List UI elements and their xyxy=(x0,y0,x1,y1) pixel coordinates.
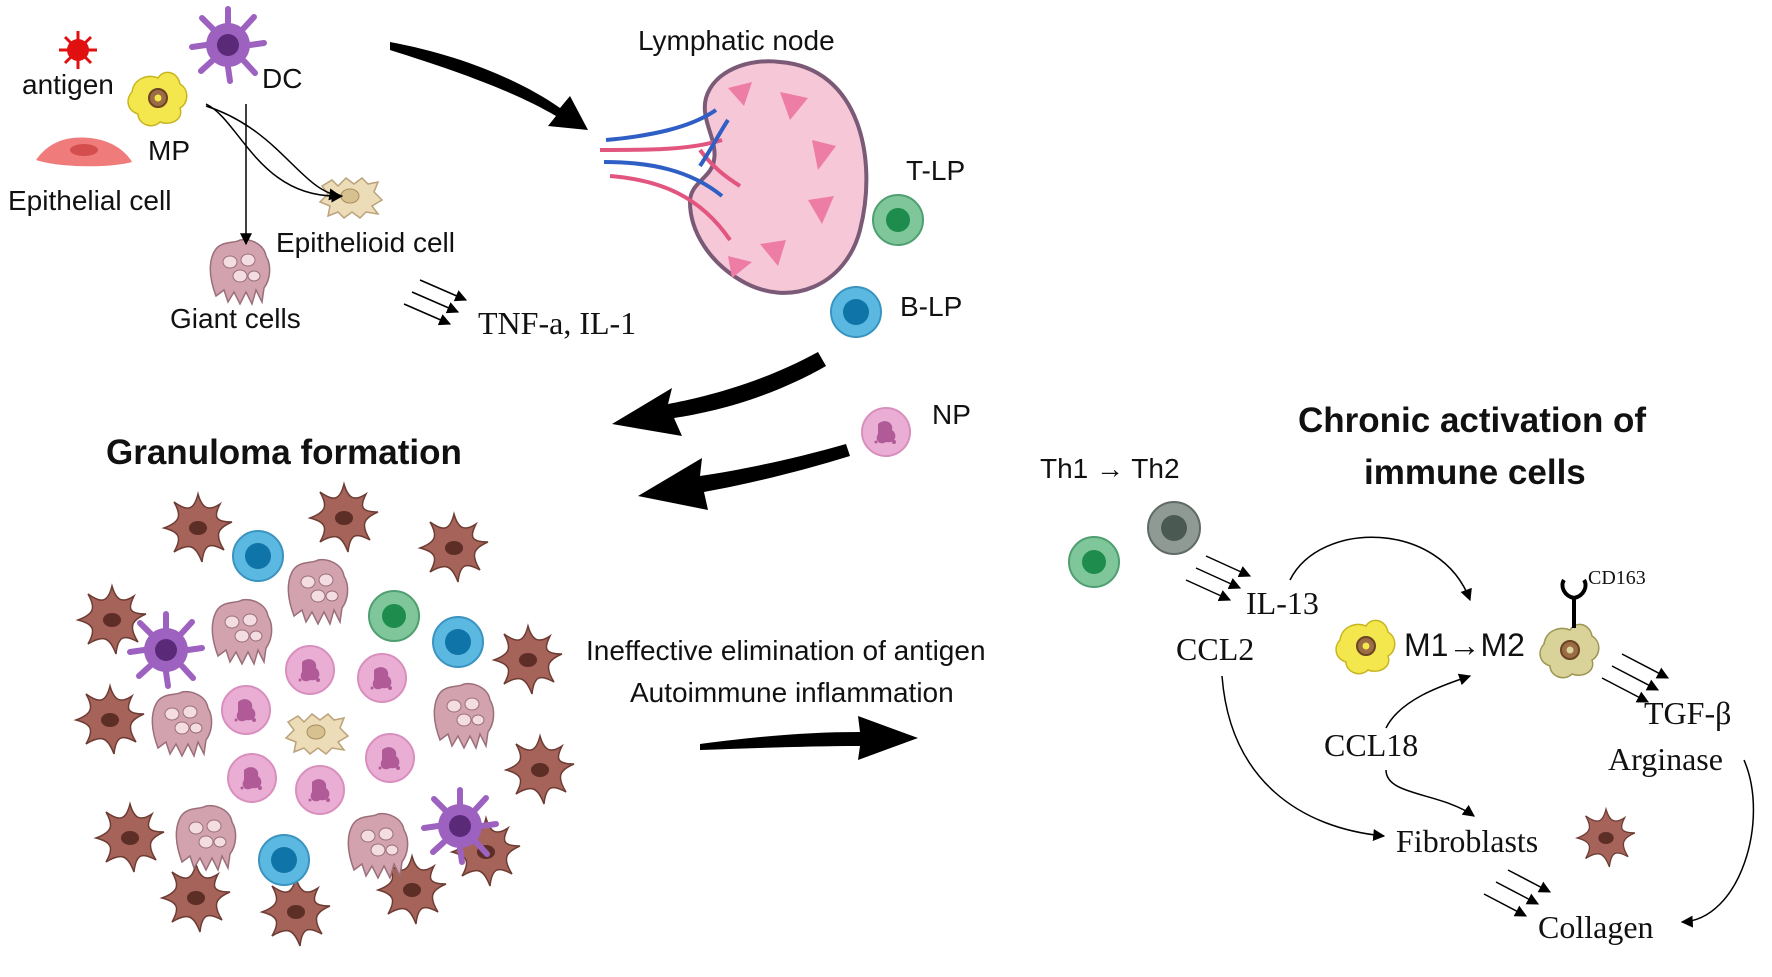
giant-cell-icon xyxy=(209,238,271,305)
label-fibroblasts: Fibroblasts xyxy=(1396,823,1538,859)
fibroblast-icon xyxy=(1576,808,1636,868)
fibroblast-icon xyxy=(95,803,165,873)
label-epithelioid-cell: Epithelioid cell xyxy=(276,227,455,258)
label-th1-th2: Th1 → Th2 xyxy=(1040,453,1180,484)
granuloma-cluster xyxy=(75,483,575,947)
label-t-lp: T-LP xyxy=(906,155,965,186)
th2-cell-icon xyxy=(1147,501,1201,555)
curve-arrows xyxy=(1221,536,1755,928)
arrow-to-lymph-node xyxy=(390,42,588,130)
antigen-icon xyxy=(59,31,97,69)
granuloma-title: Granuloma formation xyxy=(106,433,462,472)
lymph-node-icon xyxy=(599,59,869,295)
fibroblast-icon xyxy=(505,735,575,805)
label-tnf-il1: TNF-a, IL-1 xyxy=(478,305,636,341)
macrophage-icon xyxy=(127,71,188,127)
label-tgf-beta: TGF-β xyxy=(1644,695,1731,731)
chronic-title-line1: Chronic activation of xyxy=(1298,401,1646,440)
fibroblast-icon xyxy=(77,585,147,655)
th1-cell-icon xyxy=(1068,536,1120,588)
label-lymphatic-node: Lymphatic node xyxy=(638,25,835,56)
mp-arrows xyxy=(205,103,344,246)
label-cd163: CD163 xyxy=(1588,567,1646,589)
fibroblast-arrows xyxy=(1483,869,1552,917)
cd163-receptor-icon xyxy=(1560,578,1588,628)
fibroblast-icon xyxy=(493,625,563,695)
label-antigen: antigen xyxy=(22,69,114,100)
fibroblast-icon xyxy=(161,863,231,933)
label-ccl18: CCL18 xyxy=(1324,727,1418,763)
label-collagen: Collagen xyxy=(1538,909,1654,945)
fibroblast-icon xyxy=(75,685,145,755)
label-m1-m2: M1→M2 xyxy=(1404,627,1525,663)
label-np: NP xyxy=(932,399,971,430)
dendritic-cell-icon xyxy=(192,9,264,81)
arrow-to-chronic xyxy=(700,716,918,760)
epithelioid-cell-icon xyxy=(319,177,383,219)
fibroblast-icon xyxy=(309,483,379,553)
fibroblast-icon xyxy=(163,493,233,563)
tnf-arrows xyxy=(403,279,468,326)
np-cell-icon xyxy=(861,407,911,457)
arrow-blp-to-granuloma xyxy=(612,352,826,436)
m1-macrophage-icon xyxy=(1335,619,1396,675)
th2-arrows xyxy=(1185,555,1252,601)
label-ineffective-line1: Ineffective elimination of antigen xyxy=(586,635,986,666)
label-mp: MP xyxy=(148,135,190,166)
epithelial-cell-icon xyxy=(36,137,132,167)
fibroblast-icon xyxy=(261,877,331,947)
arrow-np-to-granuloma xyxy=(638,444,850,510)
m2-macrophage-icon xyxy=(1539,623,1600,679)
b-lp-cell-icon xyxy=(830,286,882,338)
t-lp-cell-icon xyxy=(872,194,924,246)
m2-arrows xyxy=(1601,653,1670,703)
chronic-title-line2: immune cells xyxy=(1364,453,1586,492)
label-ccl2: CCL2 xyxy=(1176,631,1254,667)
label-dc: DC xyxy=(262,63,302,94)
label-arginase: Arginase xyxy=(1608,741,1723,777)
label-ineffective-line2: Autoimmune inflammation xyxy=(630,677,954,708)
label-giant-cells: Giant cells xyxy=(170,303,301,334)
label-b-lp: B-LP xyxy=(900,291,962,322)
label-il13: IL-13 xyxy=(1246,585,1319,621)
label-epithelial-cell: Epithelial cell xyxy=(8,185,171,216)
fibroblast-icon xyxy=(419,513,489,583)
